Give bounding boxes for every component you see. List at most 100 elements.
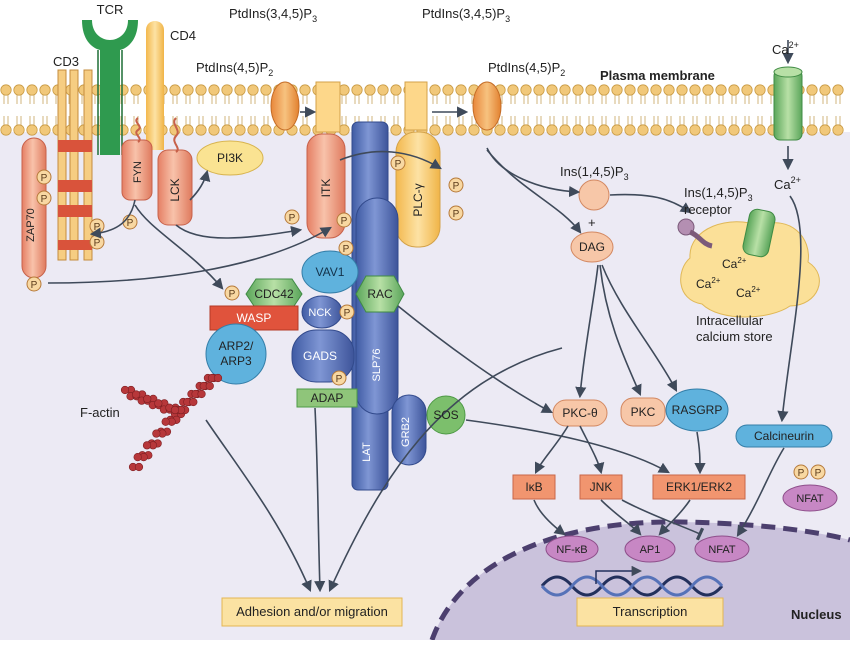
pi3k xyxy=(196,140,264,176)
actin-bead xyxy=(132,390,141,399)
calcineurin-label: Calcineurin xyxy=(754,429,814,443)
factin-label: F-actin xyxy=(80,405,120,420)
lck xyxy=(157,149,193,226)
zap70-label: ZAP70 xyxy=(25,208,37,242)
actin-bead xyxy=(133,453,142,462)
phospho-label: P xyxy=(41,194,48,205)
phospho-label: P xyxy=(31,280,38,291)
pip2-right-label: PtdIns(4,5)P2 xyxy=(488,60,565,78)
phospho-badge xyxy=(36,169,52,185)
membrane-label: Plasma membrane xyxy=(600,68,715,83)
store-ca-3: Ca2+ xyxy=(736,285,761,300)
dna-helix xyxy=(540,565,724,597)
actin-bead xyxy=(197,389,206,399)
nfat-cytoplasm xyxy=(782,484,838,512)
phospho-badge xyxy=(336,212,352,228)
plcg-label: PLC-γ xyxy=(411,183,425,216)
nfat-nucleus xyxy=(694,535,750,563)
ip3r-label-1: Ins(1,4,5)P3 xyxy=(684,185,753,203)
erk-label: ERK1/ERK2 xyxy=(666,480,732,494)
sos xyxy=(426,395,466,435)
actin-bead xyxy=(143,394,152,403)
nf-kb xyxy=(545,535,599,563)
phospho-label: P xyxy=(344,308,351,319)
phospho-badge xyxy=(448,205,464,221)
rac-label: RAC xyxy=(367,287,393,301)
ap1 xyxy=(624,535,676,563)
dag-label: DAG xyxy=(579,240,605,254)
pip3-right-box xyxy=(404,81,428,131)
calcineurin xyxy=(735,424,833,448)
pip3-left-box xyxy=(315,81,341,133)
adap xyxy=(296,388,358,408)
vav1 xyxy=(301,250,359,294)
actin-bead xyxy=(134,462,144,472)
phospho-label: P xyxy=(341,216,348,227)
slp76-label: SLP76 xyxy=(371,348,383,381)
phospho-badge xyxy=(339,304,355,320)
actin-bead xyxy=(154,399,163,408)
phospho-label: P xyxy=(343,244,350,255)
phospho-badge xyxy=(26,276,42,292)
ikb xyxy=(512,474,556,500)
phospho-badge xyxy=(36,190,52,206)
phospho-label: P xyxy=(336,374,343,385)
actin-bead xyxy=(205,381,214,391)
wasp xyxy=(209,305,299,331)
nck-label: NCK xyxy=(308,307,332,319)
nfat-cytoplasm-label: NFAT xyxy=(796,493,824,505)
nfkb-label: NF-κB xyxy=(556,544,587,556)
arp2-arp3 xyxy=(205,323,267,385)
f-actin-filament xyxy=(120,373,223,472)
pip2-right-oval xyxy=(472,81,502,131)
rasgrp xyxy=(665,388,729,432)
lck-label: LCK xyxy=(168,178,182,201)
phospho-label: P xyxy=(798,468,805,479)
itk xyxy=(306,133,346,239)
zap70 xyxy=(21,137,47,279)
sos-label: SOS xyxy=(433,408,458,422)
nfat-nucleus-label: NFAT xyxy=(708,544,736,556)
transcription-box xyxy=(576,597,724,627)
phospho-label: P xyxy=(453,209,460,220)
store-label-2: calcium store xyxy=(696,329,773,344)
arp-label-1: ARP2/ xyxy=(219,339,254,353)
cdc42-label: CDC42 xyxy=(254,287,294,301)
fyn-anchor xyxy=(135,117,141,143)
adap-label: ADAP xyxy=(311,391,344,405)
tcr-label: TCR xyxy=(97,2,124,17)
transcription-label: Transcription xyxy=(613,604,688,619)
store-label-1: Intracellular xyxy=(696,313,764,328)
labels: TCR CD4 CD3 PtdIns(3,4,5)P3 PtdIns(3,4,5… xyxy=(25,2,842,622)
actin-bead xyxy=(142,441,152,450)
phospho-label: P xyxy=(41,173,48,184)
pip2-left-oval xyxy=(270,81,300,131)
phospho-badge xyxy=(284,209,300,225)
phospho-badge xyxy=(224,285,240,301)
lat-label: LAT xyxy=(361,442,373,462)
vav1-label: VAV1 xyxy=(316,265,345,279)
fyn xyxy=(121,139,153,201)
phospho-label: P xyxy=(94,222,101,233)
pi3k-label: PI3K xyxy=(217,151,243,165)
arp-label-2: ARP3 xyxy=(220,354,252,368)
gads xyxy=(291,329,355,383)
store-ca-1: Ca2+ xyxy=(722,256,747,271)
store-ca-2: Ca2+ xyxy=(696,276,721,291)
nuclear-envelope xyxy=(429,519,850,641)
fyn-label: FYN xyxy=(132,161,144,183)
phospho-badge xyxy=(793,464,809,480)
phospho-badge xyxy=(810,464,826,480)
phospho-badge xyxy=(331,370,347,386)
plasma-membrane xyxy=(0,84,844,136)
ip3-receptor-icon xyxy=(677,218,713,249)
lck-anchor xyxy=(173,117,179,153)
itk-label: ITK xyxy=(319,179,333,198)
pkct-label: PKC-θ xyxy=(562,406,598,420)
phospho-label: P xyxy=(395,159,402,170)
actin-bead xyxy=(213,373,223,383)
adhesion-label: Adhesion and/or migration xyxy=(236,604,388,619)
phospho-label: P xyxy=(127,218,134,229)
cd4 xyxy=(146,21,164,150)
